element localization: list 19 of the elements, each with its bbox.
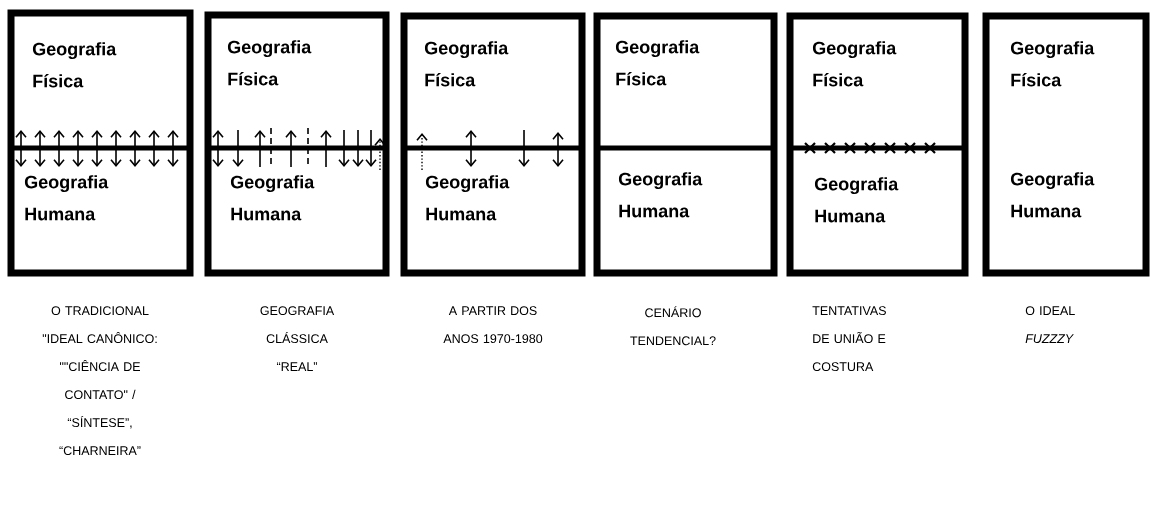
panel-label: O IDEAL FUZZZY xyxy=(1025,306,1075,344)
geography-label: Geografia Humana xyxy=(618,172,703,218)
panel-label: GEOGRAFIA CLÁSSICA “REAL” xyxy=(260,306,335,371)
geography-label: Geografia Humana xyxy=(814,177,899,223)
panel-box xyxy=(982,12,1150,277)
panel-label: TENTATIVAS DE UNIÃO E COSTURA xyxy=(812,306,886,372)
geography-label: Geografia Humana xyxy=(230,175,315,221)
panel-label: A PARTIR DOS ANOS 1970-1980 xyxy=(443,306,543,344)
panel-label: CENÁRIO TENDENCIAL? xyxy=(630,306,716,346)
geography-label: Geografia Humana xyxy=(425,175,510,221)
geography-label: Geografia Humana xyxy=(24,175,109,221)
panel-label: O TRADICIONAL "IDEAL CANÔNICO: ""CIÊNCIA DE CONTATO" / “SÍNTESE”, “CHARNEIRA” xyxy=(42,306,157,456)
geography-label: Geografia Física xyxy=(32,42,117,88)
geography-label: Geografia Física xyxy=(227,40,312,86)
geography-label: Geografia Física xyxy=(1010,41,1095,87)
geography-label: Geografia Física xyxy=(615,40,700,86)
geography-label: Geografia Física xyxy=(812,41,897,87)
geography-label: Geografia Física xyxy=(424,41,509,87)
geography-label: Geografia Humana xyxy=(1010,172,1095,218)
